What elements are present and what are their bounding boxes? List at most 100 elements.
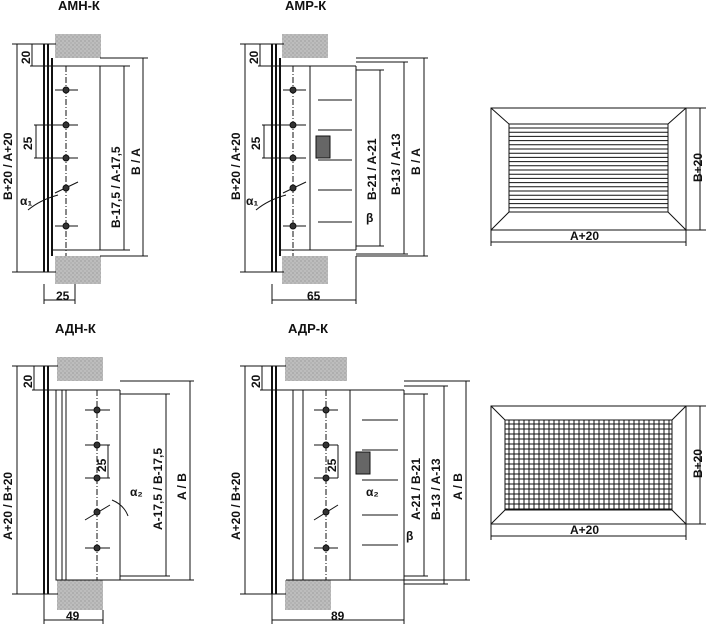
dim-inner2-lines xyxy=(404,385,448,585)
dim-inner: A-17,5 / B-17,5 xyxy=(151,448,165,530)
dim-height: B+20 xyxy=(691,449,705,478)
dim-opening-lines xyxy=(120,380,194,581)
view-title: АДР-К xyxy=(288,321,328,336)
dim-height-lines xyxy=(686,107,706,231)
dim-pitch: 25 xyxy=(325,458,339,472)
inner-frame xyxy=(508,123,669,213)
angle-label: α₂ xyxy=(130,485,143,499)
blade-grid xyxy=(505,420,672,510)
angle-arc xyxy=(111,499,129,517)
dim-top-lines xyxy=(30,44,52,67)
frame-corners xyxy=(490,107,687,231)
angle-label: α₁ xyxy=(246,194,258,208)
angle-beta-label: β xyxy=(366,211,373,225)
dim-opening-lines xyxy=(356,57,428,257)
dim-pitch-lines xyxy=(34,124,55,159)
angle-arc xyxy=(255,194,287,211)
view-adr: АДР-К A+20 / B+20 20 25 A-21 / B-21 xyxy=(229,321,470,624)
blades xyxy=(54,86,79,230)
dim-top: 20 xyxy=(249,374,263,388)
dim-depth-lines xyxy=(43,284,76,304)
horizontal-blades xyxy=(509,127,668,209)
frame-corners xyxy=(490,405,687,525)
angle-beta-label: β xyxy=(406,529,413,543)
view-title: АМН-К xyxy=(58,0,100,13)
dim-height: A+20 / B+20 xyxy=(1,472,15,540)
blades xyxy=(84,406,111,552)
dim-inner1: A-21 / B-21 xyxy=(409,458,423,520)
dim-pitch: 25 xyxy=(249,136,263,150)
dim-opening: B / A xyxy=(409,148,423,175)
dim-height: B+20 / A+20 xyxy=(1,132,15,200)
wall-bottom xyxy=(57,580,103,610)
dim-pitch: 25 xyxy=(21,136,35,150)
wall-top xyxy=(57,357,103,381)
dim-inner-lines xyxy=(120,393,170,577)
dim-height-lines xyxy=(686,405,706,525)
outer-frame xyxy=(490,107,687,231)
angle-label: α₁ xyxy=(20,194,32,208)
wall-bottom xyxy=(55,256,101,284)
dim-depth-lines xyxy=(271,580,405,624)
dim-height-lines xyxy=(12,43,44,273)
dim-width: A+20 xyxy=(570,523,599,537)
dim-top: 20 xyxy=(19,50,33,64)
dim-inner-lines xyxy=(100,65,130,251)
dim-opening: A / B xyxy=(175,473,189,500)
front-view-single: A+20 B+20 xyxy=(490,107,706,246)
dim-height: A+20 / B+20 xyxy=(229,472,243,540)
dim-depth-lines xyxy=(271,256,357,304)
dim-height: B+20 xyxy=(691,153,705,182)
dim-inner2: B-13 / A-13 xyxy=(389,133,403,195)
view-amr: АМР-К B+20 / A+20 20 25 B-21 / A-21 xyxy=(229,0,428,304)
vertical-blade-stack xyxy=(292,389,304,581)
dim-inner2-lines xyxy=(356,61,408,255)
dim-width: A+20 xyxy=(570,229,599,243)
dim-top-lines xyxy=(260,366,290,391)
angle-label: α₂ xyxy=(366,485,379,499)
dim-height-lines xyxy=(12,365,44,595)
frame-lines xyxy=(44,43,101,273)
damper-box xyxy=(272,365,405,595)
wall-bottom xyxy=(285,580,331,610)
dim-depth: 65 xyxy=(307,289,321,303)
outer-frame xyxy=(490,405,687,525)
dim-width-lines xyxy=(490,524,687,540)
wall-bottom xyxy=(282,256,328,284)
dim-height: B+20 / A+20 xyxy=(229,132,243,200)
dim-depth: 25 xyxy=(56,289,70,303)
dim-inner1-lines xyxy=(404,393,428,577)
view-amn: АМН-К B+20 / A+20 20 25 B-17,5 / A-17,5 … xyxy=(1,0,148,304)
view-title: АДН-К xyxy=(55,321,96,336)
dim-opening-lines xyxy=(100,57,148,257)
dim-inner1: B-21 / A-21 xyxy=(365,138,379,200)
view-title: АМР-К xyxy=(285,0,326,13)
wall-top xyxy=(55,34,101,58)
dim-inner1-lines xyxy=(356,69,384,247)
angle-arc xyxy=(27,194,59,211)
dim-top: 20 xyxy=(247,50,261,64)
dim-opening: A / B xyxy=(451,473,465,500)
dim-depth: 89 xyxy=(331,609,345,623)
frame-lines xyxy=(44,365,121,595)
damper-blades xyxy=(355,419,398,546)
dim-top-lines xyxy=(32,366,56,391)
dim-top: 20 xyxy=(21,374,35,388)
dim-opening-lines xyxy=(404,380,470,581)
dim-height-lines xyxy=(240,365,272,595)
grille-frame xyxy=(43,366,49,594)
blades xyxy=(313,406,339,552)
view-adn: АДН-К A+20 / B+20 20 25 A-17,5 / B-17,5 … xyxy=(1,321,194,624)
wall-top xyxy=(285,357,347,381)
dim-inner: B-17,5 / A-17,5 xyxy=(109,146,123,228)
dim-depth-lines xyxy=(43,594,104,624)
vertical-blade-stack xyxy=(55,389,67,581)
blades xyxy=(282,86,307,230)
dim-inner2: B-13 / A-13 xyxy=(429,458,443,520)
damper-box xyxy=(272,43,357,273)
dim-pitch: 25 xyxy=(95,458,109,472)
dim-opening: B / A xyxy=(129,148,143,175)
front-view-double: A+20 B+20 xyxy=(490,405,706,540)
dim-pitch-lines xyxy=(262,124,283,159)
